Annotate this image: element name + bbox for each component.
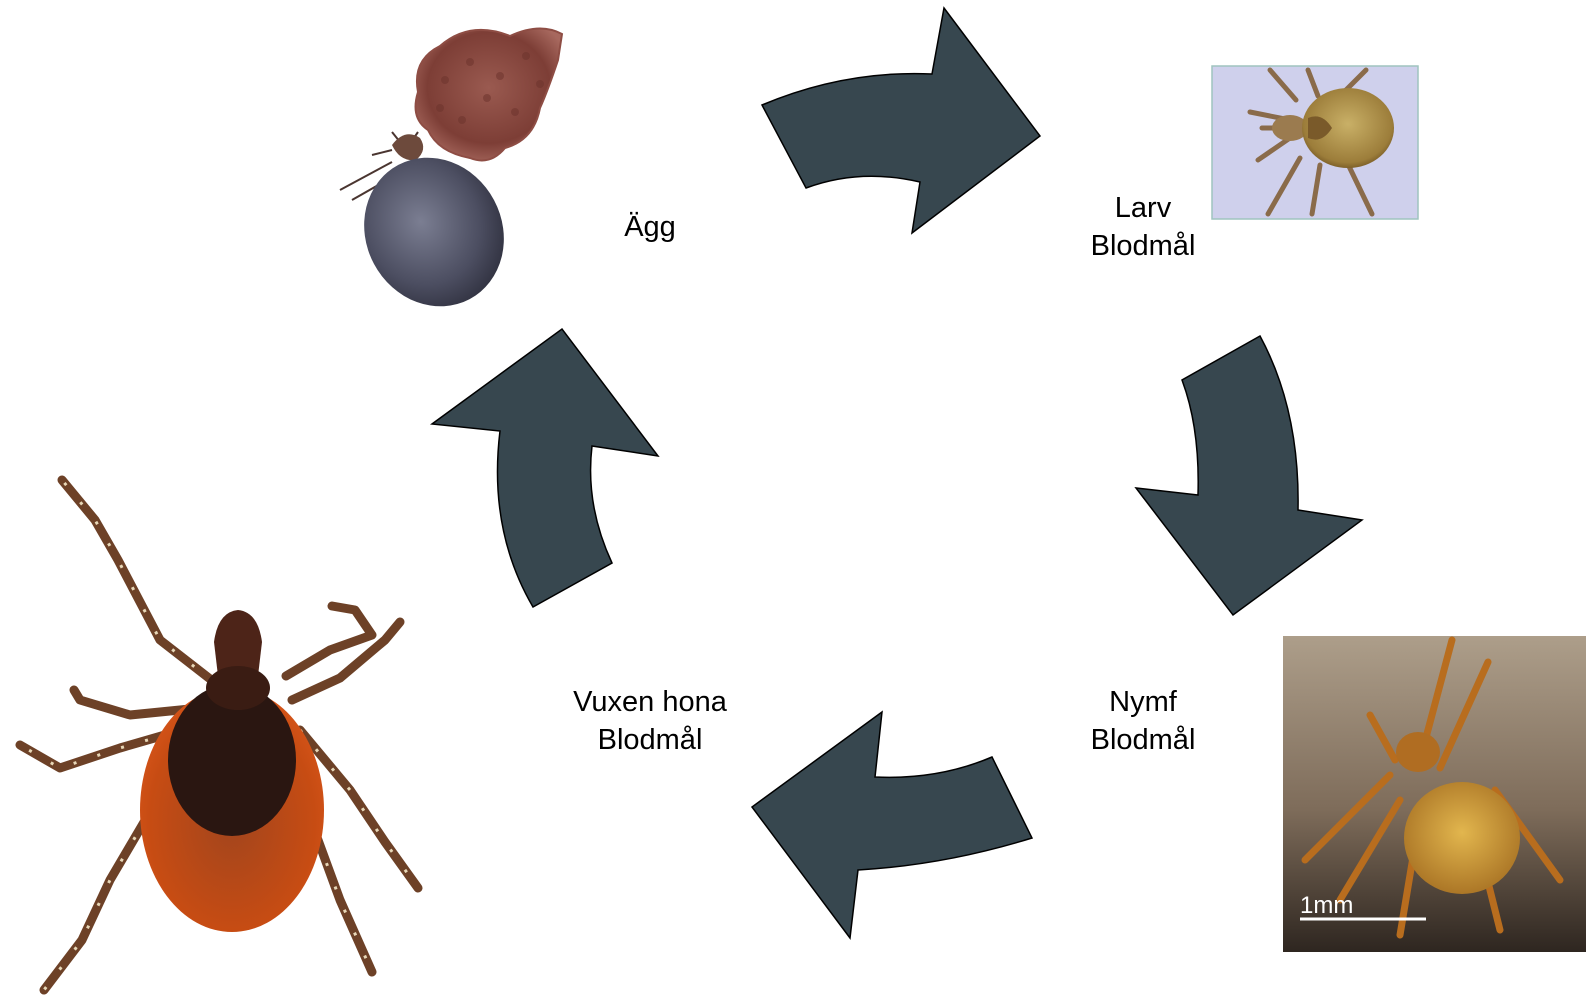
nymph-image: 1mm [1283,636,1586,952]
egg-stage-image [338,28,562,331]
stage-label-egg: Ägg [598,208,702,246]
arrow-nymph-to-adult [752,712,1032,938]
arrow-egg-to-larva [762,8,1040,233]
larva-blood-meal-label: Blodmål [1068,227,1218,265]
arrow-adult-to-egg [432,329,658,607]
stage-label-larva: Larv Blodmål [1068,189,1218,265]
nymph-blood-meal-label: Blodmål [1068,721,1218,759]
scale-bar-label: 1mm [1300,892,1353,919]
egg-label: Ägg [598,208,702,246]
adult-female-label: Vuxen hona [556,683,744,721]
larva-image [1212,66,1418,219]
stage-label-adult: Vuxen hona Blodmål [556,683,744,759]
arrow-larva-to-nymph [1136,336,1362,615]
stage-label-nymph: Nymf Blodmål [1068,683,1218,759]
adult-blood-meal-label: Blodmål [556,721,744,759]
adult-female-image [20,480,418,990]
nymph-label: Nymf [1068,683,1218,721]
larva-label: Larv [1068,189,1218,227]
